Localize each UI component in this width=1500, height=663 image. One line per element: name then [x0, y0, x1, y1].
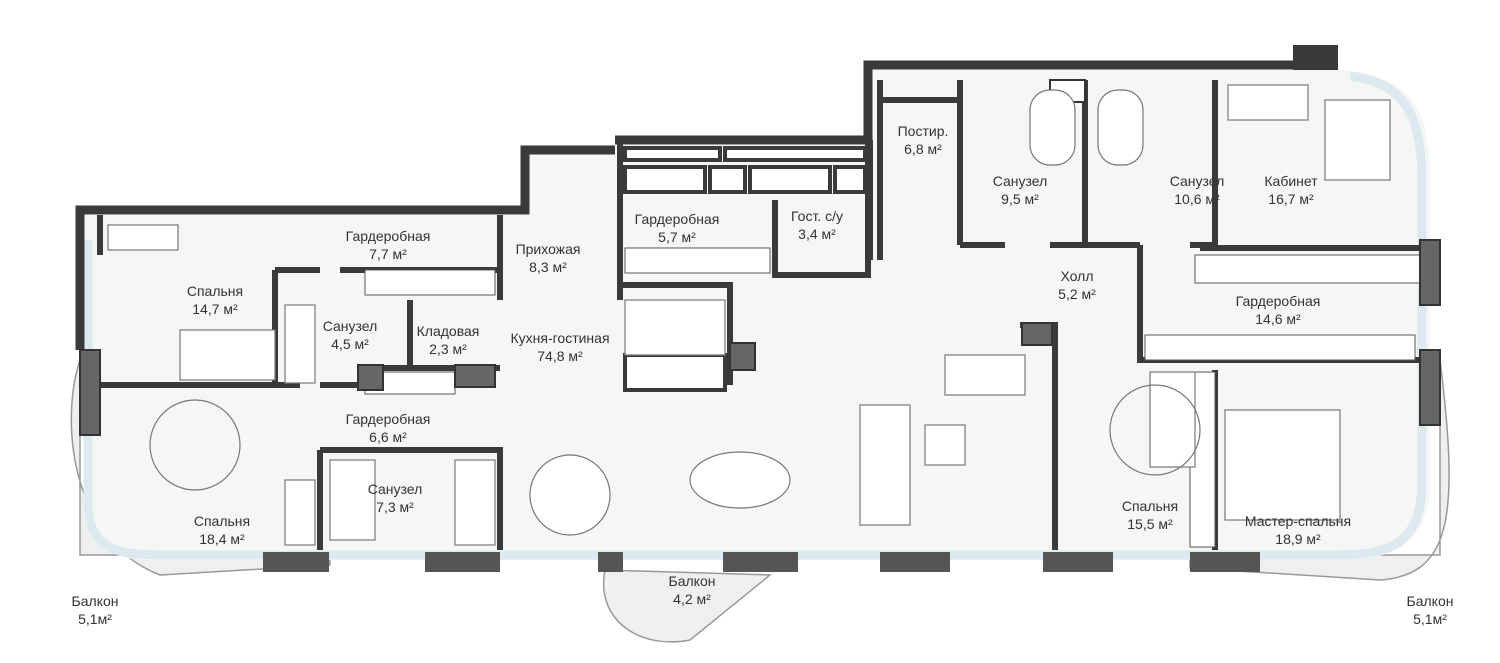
room-area: 6,6 м² — [369, 429, 407, 445]
room-name: Спальня — [186, 283, 244, 299]
kitchen-cabinets — [623, 146, 867, 392]
apartment-floor — [80, 68, 1430, 560]
room-label-guest-bathroom: Гост. с/у 3,4 м² — [791, 207, 843, 243]
columns — [79, 79, 1441, 436]
column — [1293, 45, 1338, 70]
room-area: 10,6 м² — [1174, 191, 1220, 207]
room-label-study: Кабинет 16,7 м² — [1264, 172, 1317, 208]
room-name: Мастер-спальня — [1244, 513, 1352, 529]
room-name: Санузел — [367, 481, 423, 497]
room-label-master-bedroom: Мастер-спальня 18,9 м² — [1245, 512, 1351, 548]
room-label-bathroom: Санузел 7,3 м² — [368, 480, 423, 516]
room-name: Гардеробная — [634, 211, 720, 227]
room-label-balcony: Балкон 4,2 м² — [669, 572, 716, 608]
room-area: 8,3 м² — [529, 259, 567, 275]
room-area: 16,7 м² — [1268, 191, 1314, 207]
room-label-wardrobe: Гардеробная 6,6 м² — [346, 410, 431, 446]
room-name: Спальня — [193, 513, 251, 529]
room-label-kitchen-living: Кухня-гостиная 74,8 м² — [510, 329, 609, 365]
furniture — [107, 84, 1391, 546]
room-name: Гардеробная — [345, 411, 431, 427]
room-name: Кухня-гостиная — [510, 330, 610, 346]
room-area: 18,9 м² — [1275, 531, 1321, 547]
room-area: 7,3 м² — [376, 499, 414, 515]
room-label-hall: Холл 5,2 м² — [1058, 267, 1096, 303]
room-area: 3,4 м² — [798, 226, 836, 242]
room-label-entrance-hall: Прихожая 8,3 м² — [516, 240, 581, 276]
room-name: Кладовая — [416, 323, 480, 339]
room-name: Санузел — [1169, 173, 1225, 189]
room-name: Холл — [1060, 268, 1094, 284]
room-label-bedroom: Спальня 18,4 м² — [194, 512, 250, 548]
room-name: Санузел — [992, 173, 1048, 189]
room-label-bathroom: Санузел 9,5 м² — [993, 172, 1048, 208]
room-area: 4,5 м² — [331, 336, 369, 352]
room-area: 18,4 м² — [199, 531, 245, 547]
room-area: 2,3 м² — [429, 341, 467, 357]
room-label-bathroom: Санузел 4,5 м² — [323, 317, 378, 353]
room-name: Гардеробная — [345, 228, 431, 244]
room-name: Балкон — [71, 593, 119, 609]
room-area: 9,5 м² — [1001, 191, 1039, 207]
room-name: Спальня — [1121, 498, 1179, 514]
room-label-wardrobe: Гардеробная 5,7 м² — [635, 210, 720, 246]
room-label-balcony: Балкон 5,1м² — [72, 592, 119, 628]
room-area: 14,7 м² — [192, 301, 238, 317]
room-label-bedroom: Спальня 14,7 м² — [187, 282, 243, 318]
room-area: 5,1м² — [78, 611, 112, 627]
room-area: 4,2 м² — [673, 591, 711, 607]
room-label-wardrobe: Гардеробная 7,7 м² — [346, 227, 431, 263]
room-name: Постир. — [897, 123, 949, 139]
room-name: Гост. с/у — [791, 208, 843, 224]
room-label-bedroom: Спальня 15,5 м² — [1122, 497, 1178, 533]
room-area: 6,8 м² — [904, 141, 942, 157]
room-label-bathroom: Санузел 10,6 м² — [1170, 172, 1225, 208]
room-label-storage: Кладовая 2,3 м² — [417, 322, 480, 358]
wardrobes — [364, 247, 1421, 548]
room-name: Гардеробная — [1235, 293, 1321, 309]
window-piers — [263, 552, 1260, 572]
outer-wall — [75, 60, 1295, 350]
room-area: 74,8 м² — [537, 348, 583, 364]
room-name: Кабинет — [1264, 173, 1318, 189]
room-area: 14,6 м² — [1255, 311, 1301, 327]
room-area: 7,7 м² — [369, 246, 407, 262]
room-name: Балкон — [1406, 593, 1454, 609]
room-area: 5,1м² — [1413, 611, 1447, 627]
room-label-wardrobe: Гардеробная 14,6 м² — [1236, 292, 1321, 328]
balcony-center — [602, 569, 773, 643]
room-name: Санузел — [322, 318, 378, 334]
room-label-laundry: Постир. 6,8 м² — [898, 122, 949, 158]
room-name: Балкон — [668, 573, 716, 589]
glass-band — [83, 71, 1427, 560]
room-label-balcony: Балкон 5,1м² — [1407, 592, 1454, 628]
room-name: Прихожая — [515, 241, 581, 257]
room-area: 5,7 м² — [658, 229, 696, 245]
room-area: 5,2 м² — [1058, 286, 1096, 302]
room-area: 15,5 м² — [1127, 516, 1173, 532]
